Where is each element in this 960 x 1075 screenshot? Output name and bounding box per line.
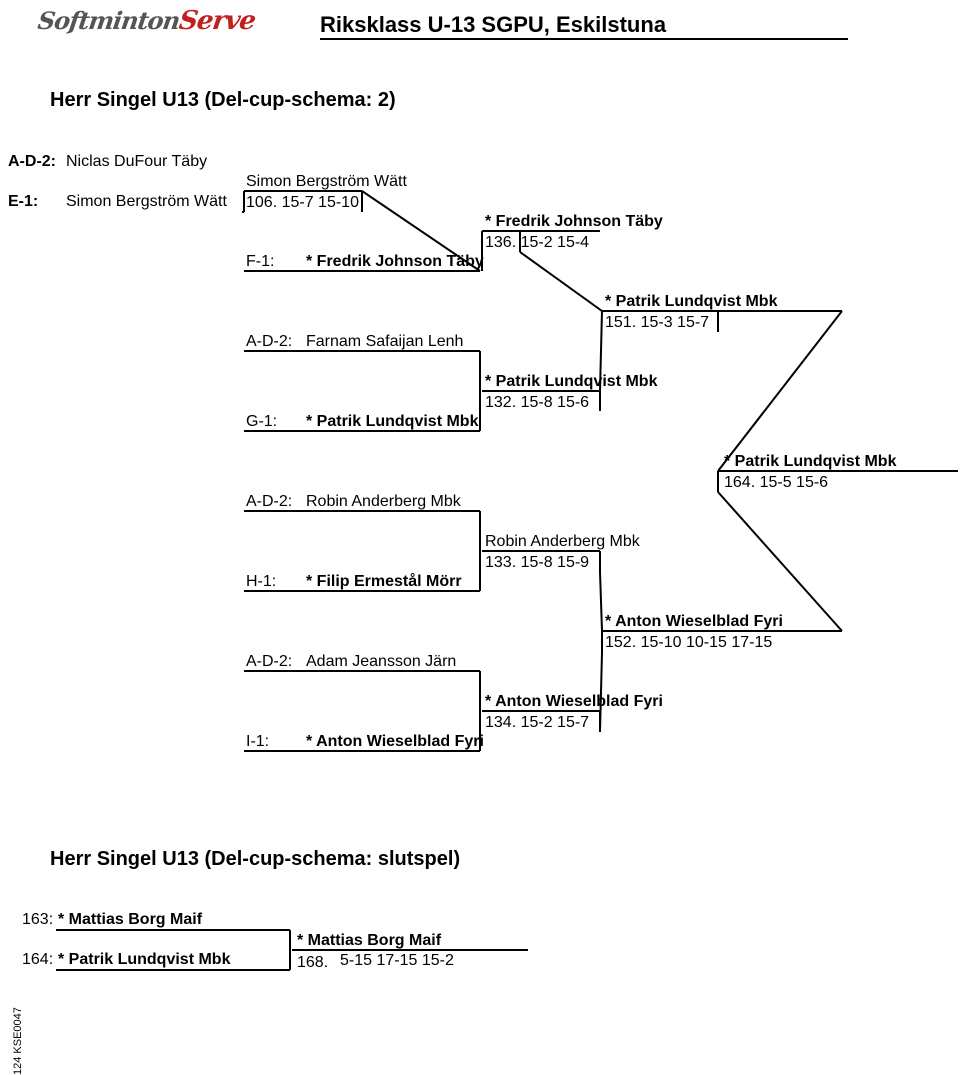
match-winner: * Anton Wieselblad Fyri xyxy=(605,613,783,630)
match-winner: * Anton Wieselblad Fyri xyxy=(485,693,663,710)
match-result: 152. 15-10 10-15 17-15 xyxy=(605,634,773,651)
seed-label: A-D-2: xyxy=(8,153,56,170)
match-result: 133. 15-8 15-9 xyxy=(485,554,590,571)
bracket-line xyxy=(599,310,603,392)
final-score: 5-15 17-15 15-2 xyxy=(340,952,454,969)
match-result: 134. 15-2 15-7 xyxy=(485,714,590,731)
section-title: Herr Singel U13 (Del-cup-schema: 2) xyxy=(50,89,396,111)
match-winner: * Patrik Lundqvist Mbk xyxy=(724,453,897,470)
seed-label: G-1: xyxy=(246,413,278,430)
seed-label: F-1: xyxy=(246,253,275,270)
player-name: * Patrik Lundqvist Mbk xyxy=(58,951,231,968)
bracket-line xyxy=(717,491,843,632)
match-result: 106. 15-7 15-10 xyxy=(246,194,359,211)
player-name: * Mattias Borg Maif xyxy=(58,911,203,928)
seed-label: E-1: xyxy=(8,193,39,210)
bracket-line xyxy=(717,310,843,472)
match-result: 136. 15-2 15-4 xyxy=(485,234,590,251)
match-winner: * Fredrik Johnson Täby xyxy=(485,213,663,230)
seed-label: A-D-2: xyxy=(246,653,293,670)
match-result: 132. 15-8 15-6 xyxy=(485,394,590,411)
seed-label: A-D-2: xyxy=(246,493,293,510)
header-rule xyxy=(320,38,848,40)
bracket-line xyxy=(361,190,481,272)
player-name: Niclas DuFour Täby xyxy=(66,153,208,170)
player-name: Robin Anderberg Mbk xyxy=(306,493,461,510)
match-result: 164. 15-5 15-6 xyxy=(724,474,829,491)
document-title: Riksklass U-13 SGPU, Eskilstuna xyxy=(320,12,667,37)
player-name: * Anton Wieselblad Fyri xyxy=(306,733,484,750)
section-title: Herr Singel U13 (Del-cup-schema: slutspe… xyxy=(50,848,461,870)
match-winner: Robin Anderberg Mbk xyxy=(485,533,640,550)
player-name: * Filip Ermestål Mörr xyxy=(306,573,462,590)
player-name: Simon Bergström Wätt xyxy=(66,193,227,210)
match-result: 151. 15-3 15-7 xyxy=(605,314,710,331)
final-match-number: 168. xyxy=(297,954,329,971)
player-name: Farnam Safaijan Lenh xyxy=(306,333,464,350)
seed-label: H-1: xyxy=(246,573,277,590)
seed-label: 163: xyxy=(22,911,54,928)
seed-label: A-D-2: xyxy=(246,333,293,350)
seed-label: 164: xyxy=(22,951,54,968)
match-winner: * Patrik Lundqvist Mbk xyxy=(605,293,778,310)
seed-label: I-1: xyxy=(246,733,270,750)
player-name: Adam Jeansson Järn xyxy=(306,653,457,670)
player-name: * Patrik Lundqvist Mbk xyxy=(306,413,479,430)
document-code: 124 KSE0047 xyxy=(12,1007,24,1075)
final-winner: * Mattias Borg Maif xyxy=(297,932,442,949)
player-name: * Fredrik Johnson Täby xyxy=(306,253,484,270)
match-winner: * Patrik Lundqvist Mbk xyxy=(485,373,658,390)
bracket-line xyxy=(599,651,603,733)
bracket-line xyxy=(519,251,603,312)
match-winner: Simon Bergström Wätt xyxy=(246,173,407,190)
bracket-line xyxy=(599,571,603,632)
